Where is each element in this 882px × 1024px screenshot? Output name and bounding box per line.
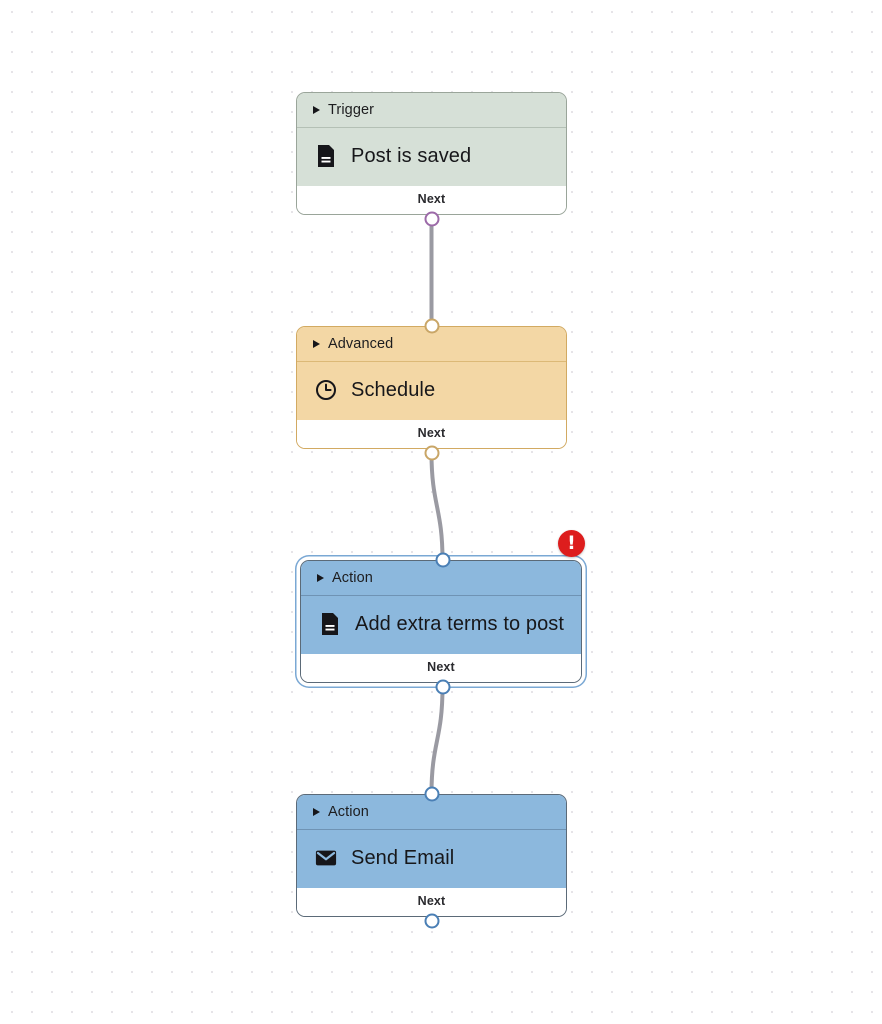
chevron-right-icon[interactable] [317,574,324,583]
node-footer-next[interactable]: Next [297,186,566,215]
chevron-right-icon[interactable] [313,106,320,115]
node-body-trigger[interactable]: Post is saved [297,128,566,187]
node-body-advanced[interactable]: Schedule [297,362,566,421]
edge-advanced-to-action-terms [429,451,445,562]
connector-handle-in[interactable] [435,552,450,568]
node-footer-next[interactable]: Next [297,888,566,917]
node-category-label: Action [328,804,369,820]
clock-icon [315,378,337,402]
chevron-right-icon[interactable] [313,340,320,349]
node-divider [297,361,566,363]
chevron-right-icon[interactable] [313,808,320,817]
node-category-label: Action [332,570,373,586]
node-divider [297,127,566,129]
connector-handle-out[interactable] [424,211,439,227]
node-title: Send Email [351,846,455,869]
connector-handle-out[interactable] [435,679,450,695]
node-title: Add extra terms to post [355,612,565,635]
exclamation-icon: ! [567,531,576,554]
workflow-node-action-terms[interactable]: Action Add extra terms to post Next [300,552,582,695]
connector-handle-out[interactable] [424,445,439,461]
connector-handle-in[interactable] [424,318,439,334]
edge-action-terms-to-action-email [429,685,445,796]
node-error-badge[interactable]: ! [558,530,585,557]
node-header-trigger[interactable]: Trigger [297,93,566,128]
node-divider [297,829,566,831]
node-body-action-terms[interactable]: Add extra terms to post [301,596,581,655]
document-icon [319,612,341,636]
workflow-node-action-email[interactable]: Action Send Email Next [296,786,567,929]
node-body-action-email[interactable]: Send Email [297,830,566,889]
node-title: Post is saved [351,144,472,167]
node-category-label: Trigger [328,102,375,118]
document-icon [315,144,337,168]
node-footer-next[interactable]: Next [297,420,566,449]
connector-handle-out[interactable] [424,913,439,929]
node-divider [301,595,581,597]
node-title: Schedule [351,378,436,401]
connector-handle-in[interactable] [424,786,439,802]
node-footer-next[interactable]: Next [301,654,581,683]
workflow-node-trigger[interactable]: Trigger Post is saved Next [296,92,567,227]
workflow-node-advanced[interactable]: Advanced Schedule Next [296,318,567,461]
envelope-icon [315,846,337,870]
node-category-label: Advanced [328,336,394,352]
